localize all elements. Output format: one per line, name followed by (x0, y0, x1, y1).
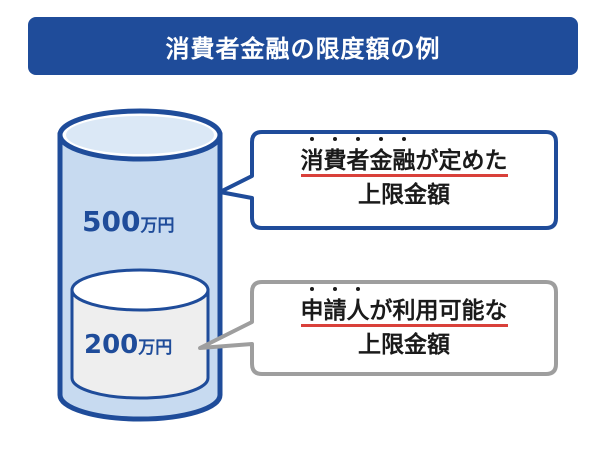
callout-bottom-underlined: 申請人が利用可能な (300, 287, 508, 327)
emphasis-char: 金 (370, 137, 393, 178)
emphasis-char: 申 (301, 287, 324, 328)
outer-amount-label: 500万円 (82, 205, 174, 238)
outer-amount-unit: 万円 (140, 216, 175, 236)
inner-amount-label: 200万円 (84, 330, 172, 360)
emphasis-char: 請 (324, 287, 347, 328)
callout-top-bubble (218, 130, 558, 230)
inner-amount-unit: 万円 (138, 338, 173, 358)
title-banner: 消費者金融の限度額の例 (28, 17, 578, 75)
emphasis-char: 融 (393, 137, 416, 178)
inner-cylinder-top (70, 268, 210, 312)
callout-bottom-text: 申請人が利用可能な 上限金額 (256, 287, 552, 362)
outer-cylinder-top-inner (66, 116, 214, 154)
callout-top-line2: 上限金額 (358, 182, 450, 208)
outer-amount-number: 500 (82, 205, 141, 238)
callout-bottom-bubble (198, 280, 558, 376)
callout-bottom-line1-rest: が利用可能な (369, 298, 508, 324)
callout-top-line1: 消費者金融が定めた (256, 137, 552, 178)
callout-top-line1-rest: が定めた (415, 148, 508, 174)
callout-bottom-line2: 上限金額 (358, 332, 450, 358)
emphasis-char: 消 (301, 137, 324, 178)
callout-top-underlined: 消費者金融が定めた (300, 137, 508, 177)
emphasis-char: 人 (347, 287, 370, 328)
inner-cylinder-body (70, 288, 210, 400)
inner-amount-number: 200 (84, 330, 139, 360)
emphasis-char: 費 (324, 137, 347, 178)
callout-bottom-line1: 申請人が利用可能な (256, 287, 552, 328)
diagram-title: 消費者金融の限度額の例 (165, 34, 441, 63)
callout-top-text: 消費者金融が定めた 上限金額 (256, 137, 552, 212)
emphasis-char: 者 (347, 137, 370, 178)
